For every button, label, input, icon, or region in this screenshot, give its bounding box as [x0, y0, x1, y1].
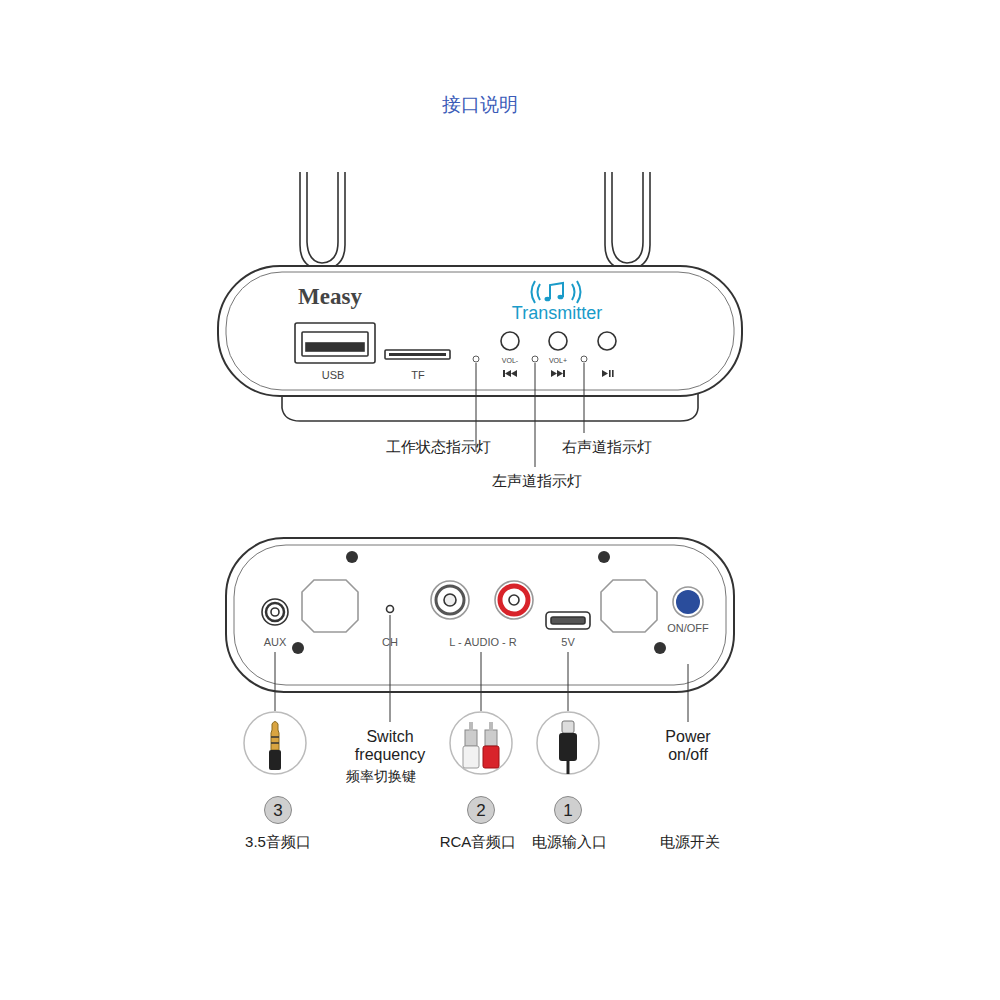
- callout-number: 1: [554, 796, 582, 824]
- callout-number-text: 1: [563, 802, 572, 819]
- callout-number-text: 2: [476, 802, 485, 819]
- port-label: 5V: [561, 636, 574, 649]
- callout-label: 电源输入口: [532, 833, 607, 850]
- callout-label: 3.5音频口: [245, 833, 311, 850]
- port-label: ON/OFF: [667, 622, 709, 635]
- button-label: VOL+: [549, 357, 567, 365]
- product-name: Transmitter: [512, 303, 602, 324]
- callout-label: 工作状态指示灯: [386, 438, 491, 455]
- port-label: TF: [411, 369, 424, 382]
- callout-label: Power on/off: [656, 728, 720, 765]
- callout-label: 电源开关: [660, 833, 720, 850]
- callout-label: RCA音频口: [440, 833, 517, 850]
- port-label: USB: [322, 369, 345, 382]
- callout-label: 频率切换键: [346, 768, 416, 784]
- port-label: AUX: [264, 636, 287, 649]
- callout-number: 2: [467, 796, 495, 824]
- port-label: L - AUDIO - R: [449, 636, 516, 649]
- callout-label: 左声道指示灯: [492, 472, 582, 489]
- button-label: VOL-: [502, 357, 518, 365]
- brand-logo: Measy: [298, 284, 362, 310]
- page-title: 接口说明: [442, 94, 518, 116]
- callout-label: Switch frequency: [342, 728, 438, 765]
- callout-number: 3: [264, 796, 292, 824]
- callout-label: 右声道指示灯: [562, 438, 652, 455]
- callout-number-text: 3: [273, 802, 282, 819]
- port-label: CH: [382, 636, 398, 649]
